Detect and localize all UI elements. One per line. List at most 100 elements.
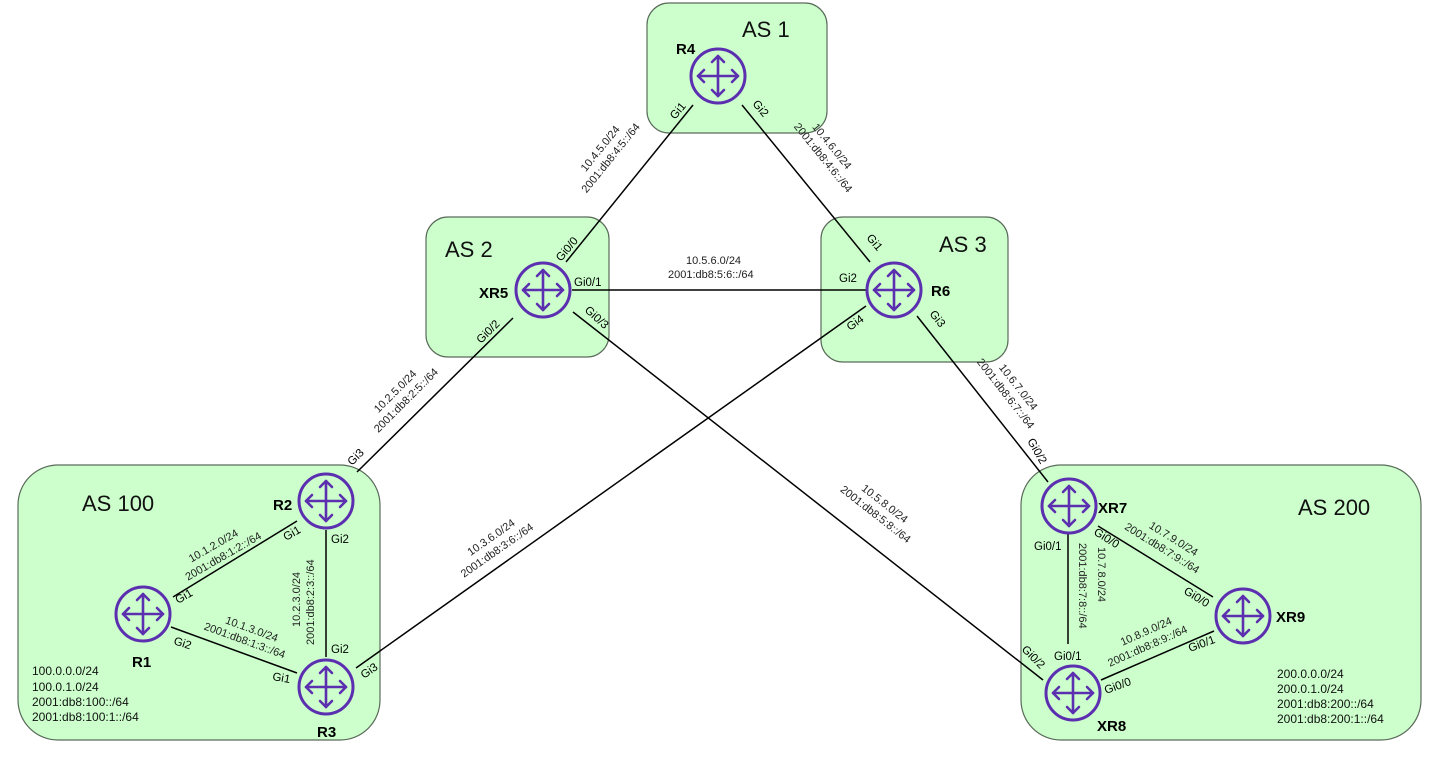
routers	[114, 47, 1272, 722]
arrow-left	[121, 606, 131, 622]
router-r2[interactable]	[297, 472, 355, 530]
router-arrow-cross	[872, 268, 916, 312]
arrow-up	[318, 665, 334, 675]
router-icon	[689, 47, 747, 105]
router-name-xr8: XR8	[1097, 718, 1126, 735]
subnet-label-r6-xr7: 10.6.7.0/24 2001:db8:6:7::/64	[974, 357, 1039, 432]
arrow-up	[886, 268, 902, 278]
router-r6[interactable]	[865, 261, 923, 319]
subnet-ipv4: 10.2.3.0/24	[291, 572, 303, 627]
link-xr5-xr8[interactable]	[572, 311, 1044, 681]
prefix-item: 2001:db8:200:1::/64	[1277, 712, 1384, 726]
router-r1[interactable]	[114, 585, 172, 643]
router-circle	[689, 47, 747, 105]
router-name-r3: R3	[317, 724, 336, 741]
router-arrow-cross	[304, 665, 348, 709]
prefix-item: 2001:db8:200::/64	[1277, 697, 1374, 711]
intf-label: Gi1	[271, 671, 291, 686]
router-circle	[297, 472, 355, 530]
arrow-right	[730, 68, 740, 84]
arrow-up	[135, 592, 151, 602]
arrow-left	[1051, 685, 1061, 701]
subnet-ipv4: 10.5.6.0/24	[686, 255, 741, 267]
link-r6-xr7[interactable]	[916, 315, 1049, 483]
link-r4-xr5[interactable]	[565, 104, 694, 263]
router-icon	[114, 585, 172, 643]
router-circle	[1044, 664, 1102, 722]
router-xr8[interactable]	[1044, 664, 1102, 722]
subnet-label-xr5-xr8: 10.5.8.0/24 2001:db8:5:8::/64	[838, 483, 913, 546]
subnet-label-r2-r3: 10.2.3.0/24 2001:db8:2:3::/64	[291, 559, 317, 645]
prefix-item: 2001:db8:100::/64	[32, 695, 129, 709]
router-xr7[interactable]	[1040, 477, 1098, 535]
arrow-down	[1061, 518, 1077, 528]
as-labels: AS 1 AS 2 AS 3 AS 100 AS 200	[82, 17, 1370, 520]
router-icon	[297, 472, 355, 530]
arrow-right	[1085, 685, 1095, 701]
intf-label: Gi0/1	[1054, 651, 1082, 663]
subnet-label-xr5-r2: 10.2.5.0/24 2001:db8:2:5::/64	[372, 366, 441, 435]
router-r3[interactable]	[297, 658, 355, 716]
arrow-right	[338, 493, 348, 509]
arrow-up	[1235, 594, 1251, 604]
arrow-left	[696, 68, 706, 84]
subnet-ipv6: 2001:db8:5:6::/64	[668, 269, 754, 281]
as-label-as200: AS 200	[1298, 495, 1370, 520]
as-box-as100	[17, 464, 381, 741]
subnet-ipv4: 10.7.8.0/24	[1095, 547, 1107, 602]
router-name-xr7: XR7	[1098, 500, 1127, 517]
router-arrow-cross	[521, 268, 565, 312]
router-circle	[865, 261, 923, 319]
as100-prefixes: 100.0.0.0/24 100.0.1.0/24 2001:db8:100::…	[32, 664, 139, 724]
router-name-xr5: XR5	[479, 285, 508, 302]
as200-prefixes: 200.0.0.0/24 200.0.1.0/24 2001:db8:200::…	[1277, 667, 1384, 726]
link-r6-r3[interactable]	[355, 305, 867, 669]
links	[170, 104, 1215, 681]
arrow-up	[535, 268, 551, 278]
link-xr7-xr9[interactable]	[1097, 525, 1214, 598]
as-label-as100: AS 100	[82, 491, 154, 516]
router-names: R4 XR5 R6 R1 R2 R3 XR7 XR8 XR9	[132, 41, 1305, 741]
arrow-up	[1065, 671, 1081, 681]
router-name-r2: R2	[273, 497, 292, 514]
subnet-label-r4-r6: 10.4.6.0/24 2001:db8:4:6::/64	[791, 121, 854, 195]
router-name-r1: R1	[132, 654, 151, 671]
subnet-label-xr7-xr8: 10.7.8.0/24 2001:db8:7:8::/64	[1076, 543, 1107, 629]
link-xr5-r2[interactable]	[356, 317, 514, 473]
arrow-down	[135, 626, 151, 636]
arrow-left	[304, 493, 314, 509]
intf-label: Gi2	[172, 635, 193, 652]
arrow-down	[710, 88, 726, 98]
subnet-ipv6: 2001:db8:7:8::/64	[1076, 543, 1088, 629]
arrow-left	[521, 282, 531, 298]
router-icon	[514, 261, 572, 319]
arrow-left	[872, 282, 882, 298]
link-r1-r3[interactable]	[170, 626, 298, 674]
router-r4[interactable]	[689, 47, 747, 105]
link-xr8-xr9[interactable]	[1100, 630, 1215, 681]
link-r1-r2[interactable]	[172, 520, 298, 598]
arrow-right	[906, 282, 916, 298]
prefix-item: 100.0.1.0/24	[32, 680, 99, 694]
arrow-left	[1047, 498, 1057, 514]
router-name-r6: R6	[931, 283, 950, 300]
arrow-down	[886, 302, 902, 312]
router-xr9[interactable]	[1214, 587, 1272, 645]
router-icon	[297, 658, 355, 716]
router-circle	[1214, 587, 1272, 645]
arrow-down	[1065, 705, 1081, 715]
intf-label: Gi2	[839, 273, 857, 285]
router-name-r4: R4	[676, 41, 696, 58]
router-circle	[297, 658, 355, 716]
arrow-right	[155, 606, 165, 622]
router-arrow-cross	[1051, 671, 1095, 715]
link-r4-r6[interactable]	[741, 104, 871, 263]
prefix-item: 200.0.0.0/24	[1277, 667, 1344, 681]
arrow-right	[555, 282, 565, 298]
intf-label: Gi2	[331, 644, 349, 656]
arrow-left	[304, 679, 314, 695]
arrow-down	[1235, 628, 1251, 638]
router-name-xr9: XR9	[1276, 609, 1305, 626]
router-xr5[interactable]	[514, 261, 572, 319]
arrow-right	[1081, 498, 1091, 514]
